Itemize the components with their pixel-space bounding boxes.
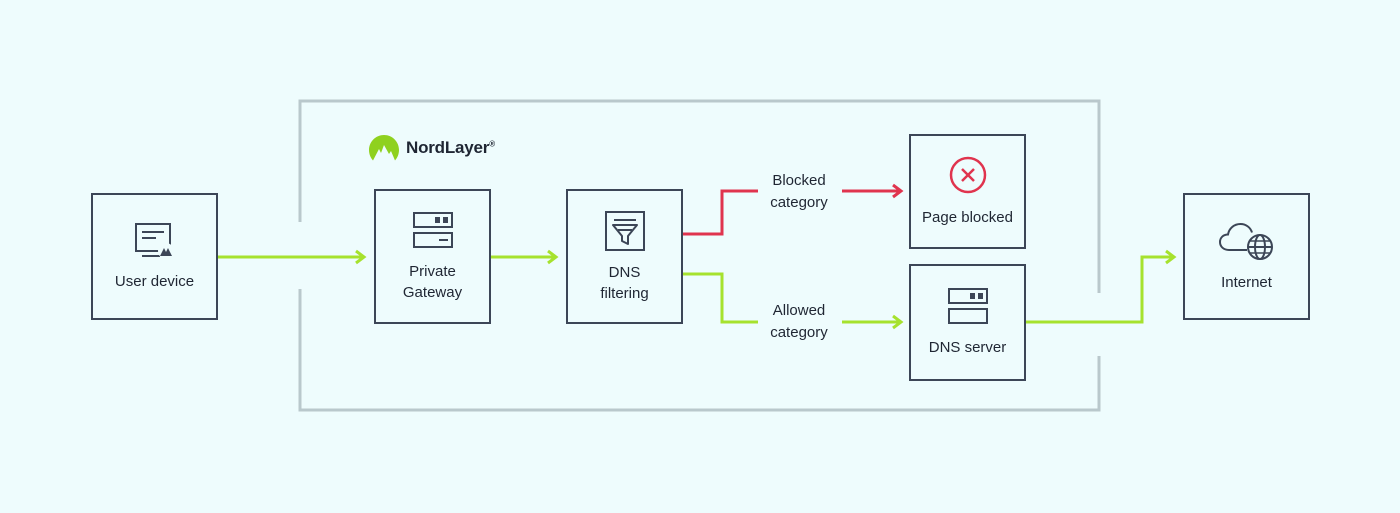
nordlayer-logo-icon — [369, 135, 399, 161]
edge-allowed-path — [682, 272, 904, 330]
brand-name: NordLayer® — [406, 138, 495, 157]
edge-gateway-to-dns-filtering — [490, 249, 559, 265]
blocked-x-icon — [949, 156, 986, 194]
nordlayer-boundary-frame — [298, 99, 1101, 412]
user-device-label: User device — [114, 273, 195, 290]
node-user-device: User device — [91, 193, 218, 320]
filter-icon — [604, 210, 645, 251]
internet-label: Internet — [1221, 274, 1272, 291]
edge-device-to-gateway — [217, 249, 367, 265]
node-dns-server: DNS server — [909, 264, 1026, 381]
private-gateway-label: Private Gateway — [402, 262, 463, 301]
node-dns-filtering: DNS filtering — [566, 189, 683, 324]
server-icon — [947, 288, 988, 324]
dns-filtering-label: DNS filtering — [600, 263, 649, 302]
allowed-category-label: Allowed category — [770, 302, 828, 341]
nordlayer-brand: NordLayer® — [368, 134, 495, 162]
server-icon — [412, 211, 453, 248]
user-device-icon — [134, 223, 174, 259]
node-private-gateway: Private Gateway — [374, 189, 491, 324]
node-internet: Internet — [1183, 193, 1310, 320]
dns-server-label: DNS server — [928, 339, 1007, 356]
page-blocked-label: Page blocked — [922, 209, 1013, 226]
node-page-blocked: Page blocked — [909, 134, 1026, 249]
edge-blocked-path — [682, 183, 904, 236]
blocked-category-label: Blocked category — [770, 172, 828, 211]
cloud-globe-icon — [1218, 222, 1273, 260]
edge-dns-server-to-internet — [1026, 249, 1177, 324]
